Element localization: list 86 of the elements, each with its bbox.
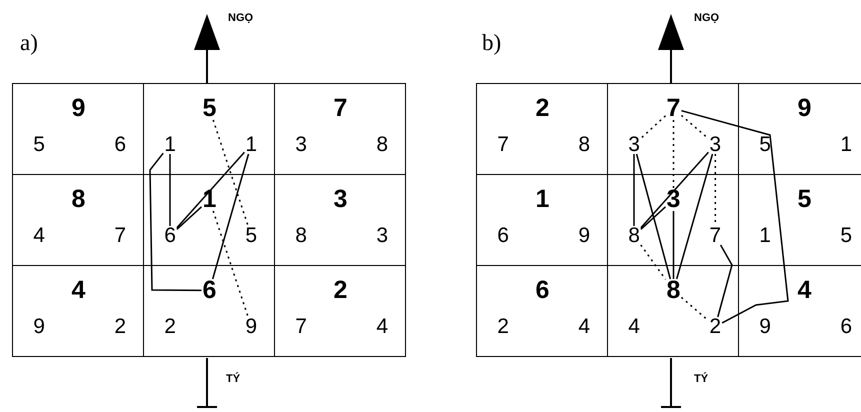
star-number: 5 bbox=[245, 225, 258, 246]
connector-line bbox=[676, 154, 714, 280]
star-number: 6 bbox=[840, 316, 852, 337]
panel-label: b) bbox=[482, 30, 502, 56]
connector-line bbox=[176, 206, 202, 230]
grid-cell bbox=[274, 83, 406, 175]
star-number: 9 bbox=[72, 96, 86, 121]
connector-line bbox=[681, 110, 789, 324]
connector-line bbox=[176, 152, 245, 228]
star-number: 3 bbox=[295, 134, 307, 155]
connector-line bbox=[633, 154, 635, 226]
panel-label: a) bbox=[20, 30, 38, 56]
star-number: 8 bbox=[295, 225, 307, 246]
star-number: 2 bbox=[334, 278, 348, 303]
star-number: 8 bbox=[578, 134, 590, 155]
star-number: 3 bbox=[709, 134, 722, 155]
connector-line bbox=[212, 210, 249, 318]
connector-line bbox=[149, 152, 202, 292]
direction-label: TÝ bbox=[226, 373, 240, 385]
star-number: 5 bbox=[798, 187, 812, 212]
star-number: 2 bbox=[497, 316, 509, 337]
star-number: 7 bbox=[295, 316, 307, 337]
grid-cell bbox=[12, 265, 144, 357]
star-number: 2 bbox=[114, 316, 126, 337]
star-number: 1 bbox=[840, 134, 852, 155]
star-number: 5 bbox=[202, 96, 216, 121]
direction-label: NGỌ bbox=[228, 12, 254, 24]
star-number: 7 bbox=[709, 225, 722, 246]
star-number: 4 bbox=[33, 225, 45, 246]
connector-line bbox=[717, 244, 733, 318]
star-number: 9 bbox=[33, 316, 45, 337]
connector-line bbox=[212, 120, 249, 226]
star-number: 7 bbox=[497, 134, 509, 155]
star-number: 3 bbox=[334, 187, 348, 212]
star-number: 8 bbox=[666, 278, 680, 303]
star-number: 8 bbox=[628, 225, 640, 246]
star-number: 2 bbox=[709, 316, 722, 337]
connector-line bbox=[672, 120, 674, 188]
star-number: 4 bbox=[798, 278, 812, 303]
star-number: 1 bbox=[759, 225, 771, 246]
grid-cell bbox=[476, 83, 608, 175]
star-number: 3 bbox=[376, 225, 388, 246]
star-number: 4 bbox=[72, 278, 86, 303]
star-number: 5 bbox=[759, 134, 771, 155]
star-number: 9 bbox=[245, 316, 258, 337]
star-number: 4 bbox=[578, 316, 590, 337]
direction-label: NGỌ bbox=[694, 12, 720, 24]
star-number: 6 bbox=[202, 278, 216, 303]
star-number: 3 bbox=[628, 134, 640, 155]
star-number: 5 bbox=[840, 225, 852, 246]
star-number: 7 bbox=[334, 96, 348, 121]
star-number: 4 bbox=[376, 316, 388, 337]
star-number: 5 bbox=[33, 134, 45, 155]
star-number: 7 bbox=[666, 96, 680, 121]
star-number: 9 bbox=[578, 225, 590, 246]
star-number: 1 bbox=[164, 134, 176, 155]
direction-label: TÝ bbox=[694, 373, 708, 385]
star-number: 9 bbox=[798, 96, 812, 121]
grid-cell bbox=[274, 265, 406, 357]
connector-line bbox=[672, 211, 674, 279]
star-number: 7 bbox=[114, 225, 126, 246]
star-number: 8 bbox=[72, 187, 86, 212]
star-number: 2 bbox=[536, 96, 550, 121]
grid-cell bbox=[12, 83, 144, 175]
star-number: 6 bbox=[536, 278, 550, 303]
connector-line bbox=[680, 296, 709, 322]
star-number: 1 bbox=[536, 187, 550, 212]
connector-line bbox=[640, 244, 666, 280]
connector-line bbox=[212, 154, 250, 280]
star-number: 1 bbox=[245, 134, 258, 155]
star-number: 6 bbox=[164, 225, 176, 246]
star-number: 6 bbox=[114, 134, 126, 155]
star-number: 6 bbox=[497, 225, 509, 246]
star-number: 3 bbox=[666, 187, 680, 212]
connector-line bbox=[640, 206, 666, 230]
star-number: 4 bbox=[628, 316, 640, 337]
star-number: 8 bbox=[376, 134, 388, 155]
star-number: 2 bbox=[164, 316, 176, 337]
connector-line bbox=[640, 115, 666, 139]
connector-line bbox=[636, 154, 672, 280]
grid-cell bbox=[476, 265, 608, 357]
star-number: 1 bbox=[202, 187, 216, 212]
connector-line bbox=[169, 154, 171, 226]
connector-line bbox=[640, 152, 709, 228]
star-number: 9 bbox=[759, 316, 771, 337]
connector-line bbox=[680, 114, 709, 140]
